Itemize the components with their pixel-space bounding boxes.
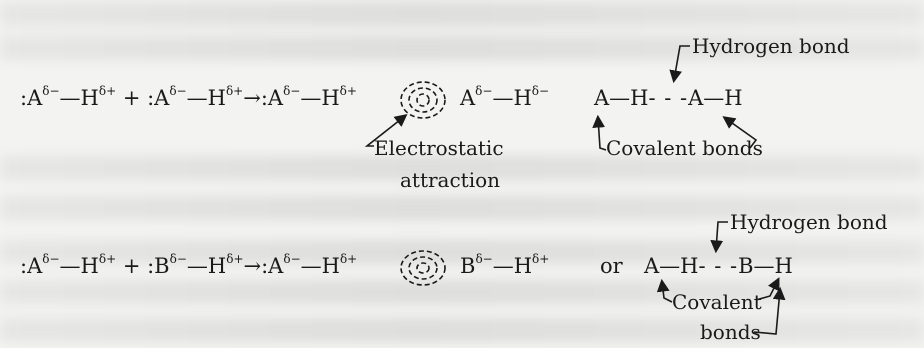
bottom-covalent-arrow-left [656,278,673,303]
background-text-band [0,36,924,60]
top-hydrogen-bond-label: Hydrogen bond [692,34,850,58]
bottom-equation-after-cloud: Bδ−—Hδ+ [460,252,550,278]
electrostatic-arrow [364,114,408,147]
or-label: or [600,254,623,278]
bottom-electron-cloud [400,250,446,286]
attraction-label: attraction [400,168,501,192]
background-text-band [0,240,924,264]
top-equation-after-cloud: Aδ−—Hδ− [460,84,550,110]
bottom-covalent-label: Covalent [672,290,762,314]
electrostatic-label: Electrostatic [374,136,504,160]
background-text-band [0,2,924,26]
bottom-equation: :Aδ−—Hδ+ + :Bδ−—Hδ+→:Aδ−—Hδ+ [20,252,358,278]
top-electron-cloud [400,81,446,119]
bottom-bonds-label: bonds [700,320,761,344]
background-text-band [0,318,924,342]
top-hydrogen-bond-arrow [669,45,690,84]
bottom-covalent-arrow-right [755,277,780,301]
background-text-band [0,156,924,180]
bottom-bonds-arrow [753,286,786,335]
top-equation: :Aδ−—Hδ+ + :Aδ−—Hδ+→:Aδ−—Hδ+ [20,84,357,110]
top-covalent-bonds-label: Covalent bonds [606,136,763,160]
bottom-hydrogen-bond-arrow [710,221,728,254]
background-text-band [0,196,924,220]
top-covalent-arrow-left [592,114,607,151]
bottom-hydrogen-bond-label: Hydrogen bond [730,210,888,234]
top-covalent-arrow-right [722,116,758,149]
bottom-hbond-structure: A—H- - -B—H [644,254,793,278]
top-hbond-structure: A—H- - -A—H [594,86,743,110]
